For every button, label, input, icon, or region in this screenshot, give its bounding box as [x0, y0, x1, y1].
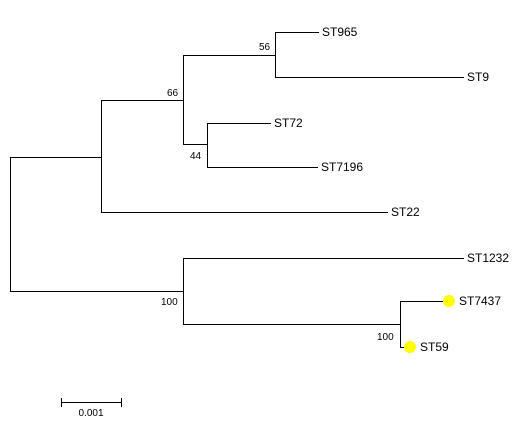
leaf-label-st1232: ST1232 — [467, 251, 509, 265]
leaf-label-st7196: ST7196 — [321, 160, 363, 174]
leaf-label-st72: ST72 — [274, 116, 303, 130]
support-st965-st9: 56 — [259, 42, 271, 53]
leaf-labels: ST965 ST9 ST72 ST7196 ST22 ST1232 ST7437… — [274, 25, 509, 354]
scale-bar-label: 0.001 — [78, 408, 103, 419]
support-lower-clade: 100 — [161, 297, 178, 308]
leaf-markers — [404, 295, 455, 353]
support-upper-clade: 66 — [167, 88, 179, 99]
support-st7437-st59: 100 — [377, 332, 394, 343]
st7437-marker — [443, 295, 455, 307]
leaf-label-st22: ST22 — [391, 205, 420, 219]
leaf-label-st9: ST9 — [467, 70, 489, 84]
leaf-label-st7437: ST7437 — [459, 294, 501, 308]
leaf-label-st59: ST59 — [420, 340, 449, 354]
scale-bar: 0.001 — [61, 398, 122, 419]
support-values: 56 66 44 100 100 — [161, 42, 394, 343]
support-st72-st7196: 44 — [190, 151, 202, 162]
leaf-label-st965: ST965 — [322, 25, 358, 39]
st59-marker — [404, 341, 416, 353]
tree-branches — [10, 32, 464, 348]
